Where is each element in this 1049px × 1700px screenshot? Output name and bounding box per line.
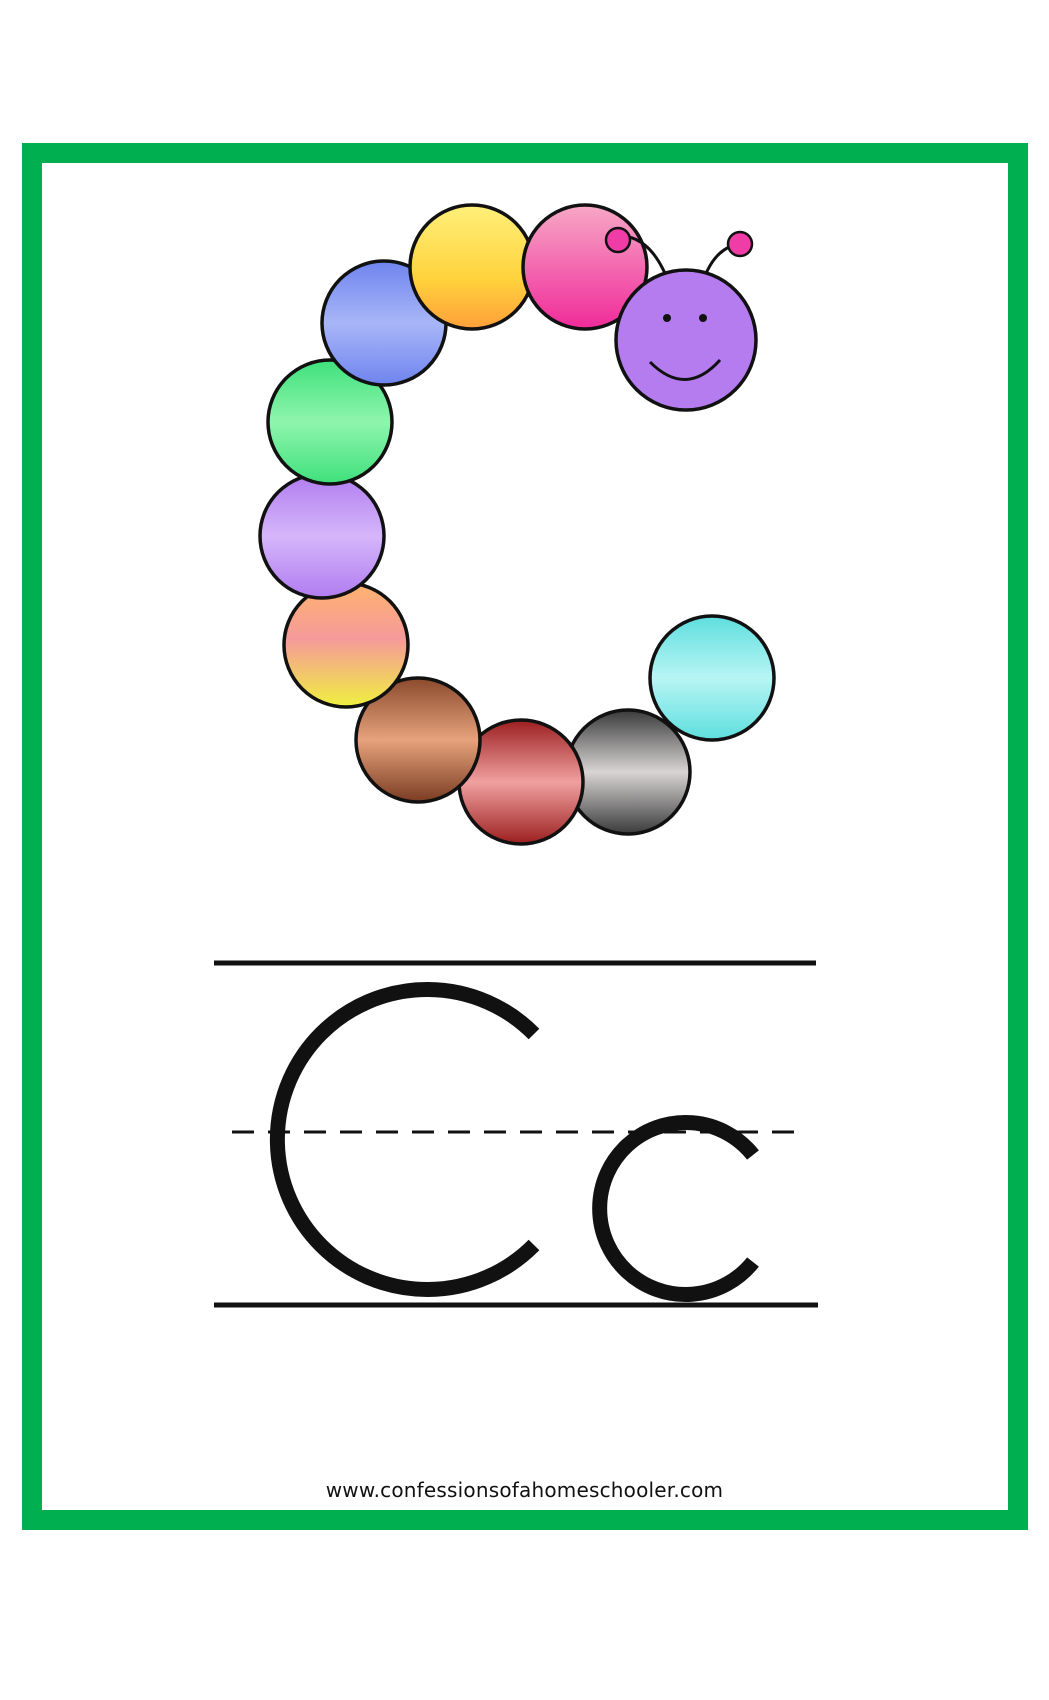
caterpillar-eye xyxy=(663,314,671,322)
caterpillar-face xyxy=(648,314,722,381)
uppercase-letter-c xyxy=(269,982,540,1297)
caterpillar-illustration xyxy=(258,203,776,846)
caterpillar-antenna-tip xyxy=(604,226,632,254)
caterpillar-smile xyxy=(648,358,722,381)
caterpillar-segment xyxy=(258,472,386,600)
caterpillar-head xyxy=(614,268,758,412)
caterpillar-segment xyxy=(564,708,692,836)
caterpillar-eye xyxy=(699,314,707,322)
caterpillar-antenna-tip xyxy=(726,230,754,258)
footer-website-url: www.confessionsofahomeschooler.com xyxy=(325,1478,724,1502)
caterpillar-segment xyxy=(354,676,482,804)
caterpillar-segment xyxy=(266,358,394,486)
lowercase-letter-c xyxy=(592,1115,759,1302)
caterpillar-segment xyxy=(282,581,410,709)
caterpillar-segment xyxy=(408,203,536,331)
caterpillar-segment xyxy=(648,614,776,742)
